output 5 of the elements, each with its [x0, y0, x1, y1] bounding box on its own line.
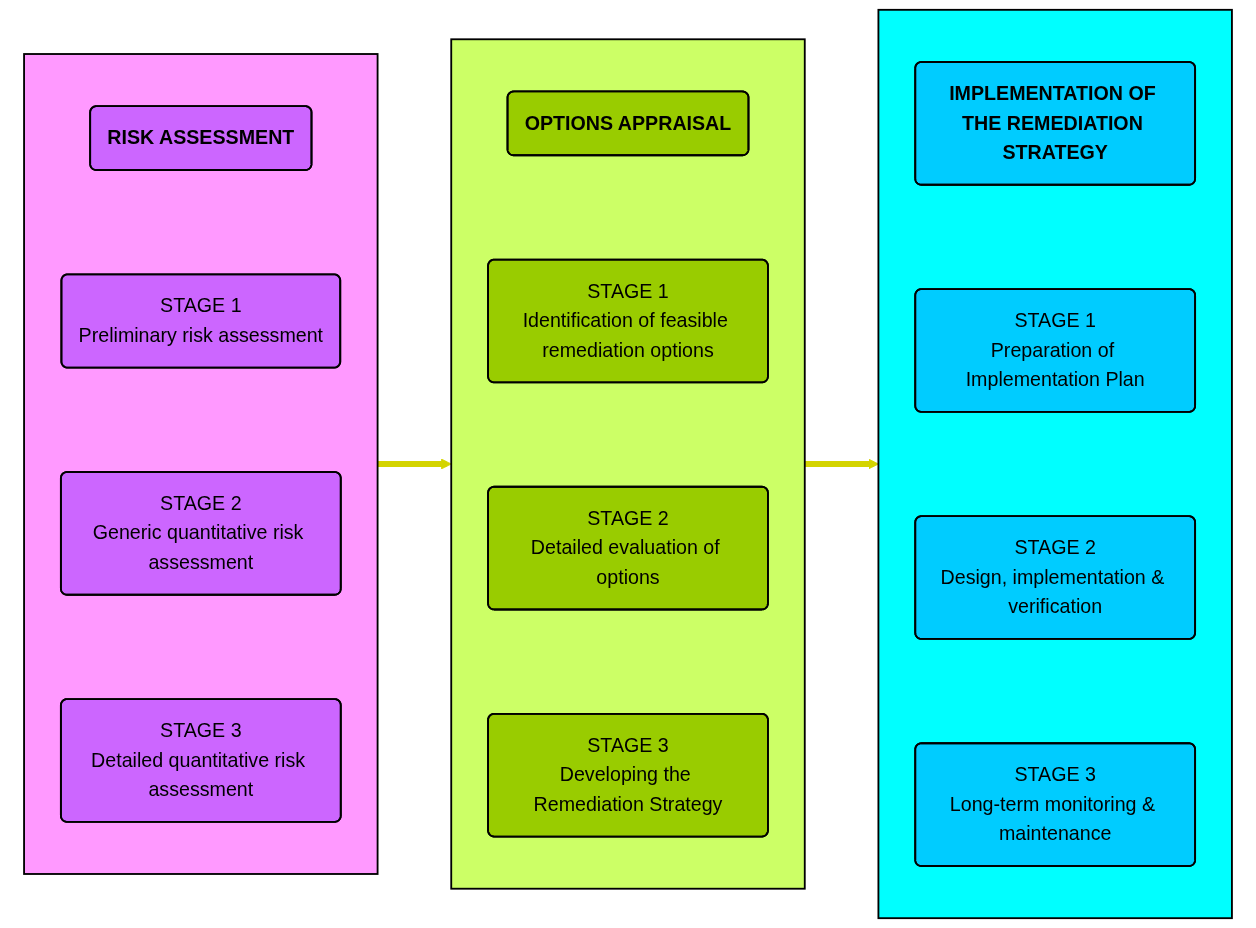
cluster [877, 8, 1233, 920]
cluster [450, 38, 806, 890]
arrow [804, 458, 879, 470]
arrow [377, 458, 452, 470]
cluster [23, 53, 379, 875]
